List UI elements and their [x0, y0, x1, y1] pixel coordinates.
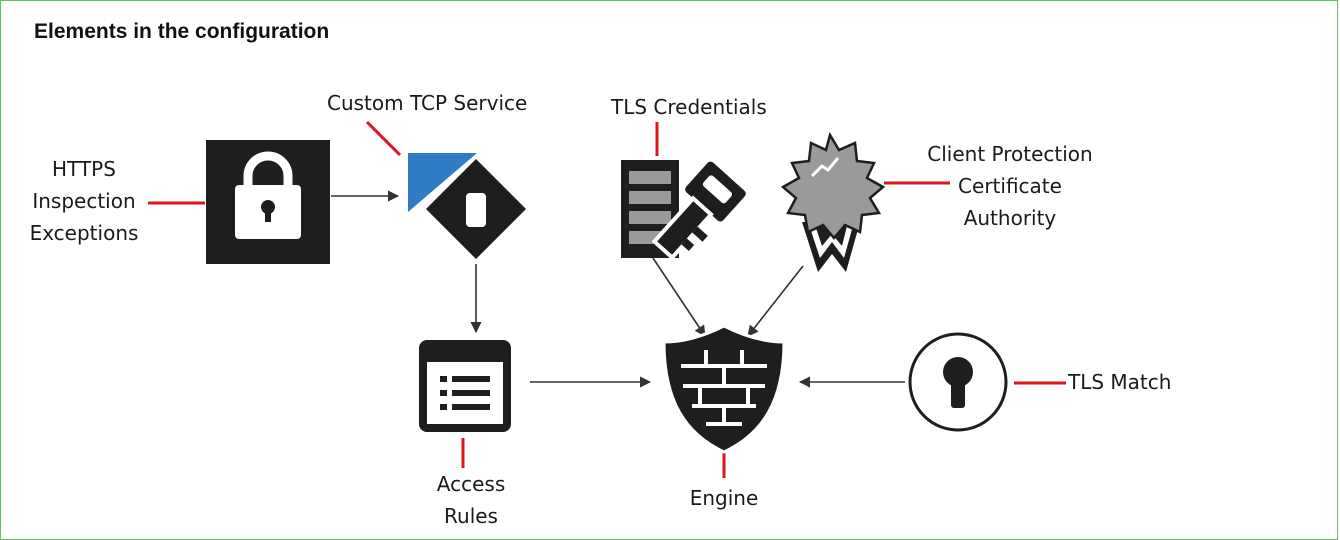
label-line: TLS Match	[1068, 370, 1172, 394]
arrow-ca-to-engine	[747, 265, 804, 337]
pointer-service	[365, 120, 402, 157]
label-tls-credentials: TLS Credentials	[611, 91, 767, 123]
padlock-icon	[206, 140, 330, 264]
certificate-badge-icon	[780, 131, 886, 272]
label-line: Access	[436, 472, 506, 496]
label-line: HTTPS	[52, 157, 116, 181]
firewall-shield-icon	[662, 324, 786, 454]
label-https-inspection-exceptions: HTTPS Inspection Exceptions	[24, 153, 144, 249]
label-tls-match: TLS Match	[1068, 366, 1171, 398]
label-access-rules: Access Rules	[421, 468, 521, 532]
label-engine: Engine	[674, 482, 774, 514]
label-client-protection-ca: Client Protection Certificate Authority	[905, 138, 1115, 234]
label-custom-tcp-service: Custom TCP Service	[327, 87, 527, 119]
label-line: Engine	[689, 486, 759, 510]
label-line: Inspection	[32, 189, 136, 213]
service-diamond-icon	[408, 153, 526, 259]
label-line: Custom TCP Service	[327, 91, 528, 115]
label-line: Rules	[444, 504, 498, 528]
access-rules-list-icon	[419, 340, 511, 432]
label-line: Client Protection	[927, 142, 1093, 166]
credentials-key-icon	[621, 157, 750, 261]
label-line: Authority	[963, 206, 1057, 230]
label-line: TLS Credentials	[611, 95, 767, 119]
keyhole-icon	[908, 332, 1008, 432]
arrow-credentials-to-engine	[652, 257, 706, 337]
label-pointers	[148, 120, 1066, 478]
flow-arrows	[331, 190, 905, 388]
label-line: Exceptions	[29, 221, 139, 245]
diagram-title: Elements in the configuration	[34, 20, 330, 43]
label-line: Certificate	[958, 174, 1062, 198]
